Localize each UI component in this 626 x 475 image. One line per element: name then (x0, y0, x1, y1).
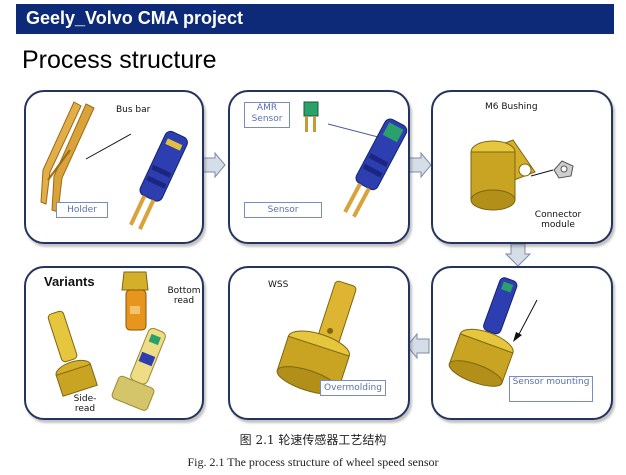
sensor-image (343, 118, 408, 218)
side-read-label: Side-read (73, 394, 97, 414)
panel-sensor: AMR Sensor Sensor (228, 90, 410, 244)
figure-caption-chinese: 图 2.1 轮速传感器工艺结构 (239, 433, 387, 447)
side-read-image (47, 310, 98, 397)
wss-label: WSS (268, 280, 289, 290)
arrow-left-icon (406, 332, 430, 360)
sensor-tag: Sensor (244, 202, 322, 218)
holder-image (129, 130, 188, 230)
bottom-read-image (121, 271, 149, 331)
arrow-right-icon (408, 151, 432, 179)
panel-sensor-mounting: Sensor mounting (431, 266, 613, 420)
arrow-down-icon (504, 243, 532, 267)
sensor-mounting-tag: Sensor mounting (509, 376, 593, 402)
page-title: Process structure (22, 46, 217, 74)
figure-caption-english: Fig. 2.1 The process structure of wheel … (187, 455, 439, 469)
panel-bushing: M6 Bushing Connector module (431, 90, 613, 244)
mounting-arrow-icon (513, 299, 538, 342)
bus-bar-label: Bus bar (116, 105, 151, 115)
panel-holder: Bus bar Holder (24, 90, 204, 244)
project-title: Geely_Volvo CMA project (26, 8, 244, 28)
wss-image (276, 280, 357, 395)
header-banner: Geely_Volvo CMA project (16, 4, 614, 34)
callout-line (327, 123, 383, 139)
overmolding-tag: Overmolding (320, 380, 386, 396)
connector-module-label: Connector module (534, 210, 582, 230)
panel-variants: Variants Bottom read Side-read (24, 266, 204, 420)
connector-image (470, 139, 536, 211)
callout-line (85, 133, 132, 160)
bottom-read-label: Bottom read (167, 286, 201, 306)
arrow-right-icon (202, 151, 226, 179)
variant-overmold-image (111, 327, 166, 411)
mounted-sensor-image (448, 277, 518, 387)
m6-bushing-label: M6 Bushing (485, 102, 538, 112)
callout-line (530, 169, 554, 177)
amr-sensor-image (303, 101, 319, 132)
panel-overmolding: WSS Overmolding (228, 266, 410, 420)
variants-title: Variants (44, 274, 95, 289)
amr-sensor-tag: AMR Sensor (244, 102, 290, 128)
holder-tag: Holder (56, 202, 108, 218)
bushing-image (553, 160, 574, 179)
